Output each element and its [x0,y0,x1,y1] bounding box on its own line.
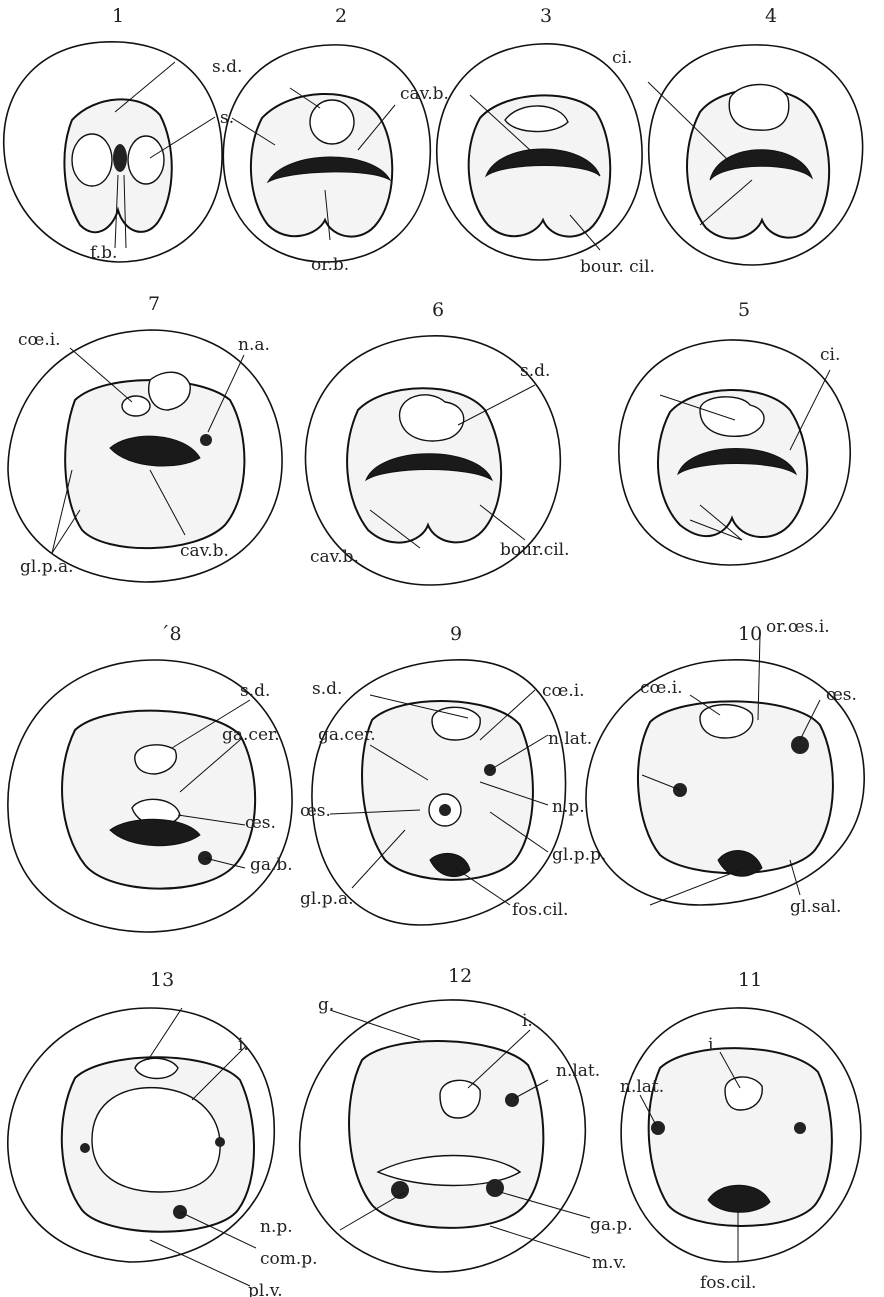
label-i-11: i. [708,1035,719,1055]
figure-11: 11 [621,969,861,1262]
label-sd: s.d. [212,57,242,77]
figure-2: 2 [223,5,430,262]
label-gab: ga.b. [250,855,293,875]
label-coei: cœ.i. [18,330,61,350]
label-nlat: n.lat. [548,729,592,749]
figure-9: 9 [312,623,566,925]
figure-number: 10 [738,623,762,645]
label-plv: pl.v. [248,1281,283,1297]
label-nlat-11: n.lat. [620,1077,664,1097]
figure-13: 13 [8,969,274,1286]
figure-number: 9 [450,623,462,645]
label-orb: or.b. [311,255,349,275]
figure-number: 11 [738,969,762,991]
label-foscil-11: fos.cil. [700,1273,756,1293]
figure-number: 12 [448,965,472,987]
label-cavb-7: cav.b. [180,541,229,561]
label-i-13: i. [238,1035,249,1055]
label-np-13: n.p. [260,1217,293,1237]
figure-number: 3 [540,5,552,27]
label-glpa-9: gl.p.a. [300,889,354,909]
label-gacer: ga.cer. [222,725,280,745]
label-sd-8: s.d. [240,681,270,701]
label-coei-9: cœ.i. [542,681,585,701]
figure-10: 10 [586,623,864,905]
label-ci-5: ci. [820,345,840,365]
label-oes-10: œs. [826,685,857,705]
figure-8: ´8 [8,623,292,932]
label-ci: ci. [612,48,632,68]
label-glpa: gl.p.a. [20,557,74,577]
figure-3: 3 [437,5,642,260]
label-comp: com.p. [260,1249,318,1269]
label-nlat-12: n.lat. [556,1061,600,1081]
label-g: g. [318,995,334,1015]
label-i-12: i. [522,1011,533,1031]
figure-number: 13 [150,969,174,991]
figure-number: 4 [765,5,777,27]
figure-number: 7 [148,293,160,315]
label-oes: œs. [245,813,276,833]
label-mv: m.v. [592,1253,627,1273]
figure-5: 5 [619,299,850,565]
label-sd-9: s.d. [312,679,342,699]
label-glpp: gl.p.p. [552,845,606,865]
label-foscil: fos.cil. [512,900,568,920]
label-gacer-9: ga.cer. [318,725,376,745]
figure-12: 12 [300,965,590,1272]
label-fb: f.b. [90,243,117,263]
figure-4: 4 [648,5,863,265]
label-bourcil: bour. cil. [580,257,655,277]
figure-number: 1 [112,5,124,27]
label-cavb: cav.b. [400,84,449,104]
label-np: n.p. [552,797,585,817]
figure-number: 6 [432,299,444,321]
label-coei-10: cœ.i. [640,678,683,698]
label-gap: ga.p. [590,1215,633,1235]
label-oroesi: or.œs.i. [766,617,830,637]
figure-1: 1 [4,5,222,262]
label-oes-9: œs. [300,801,331,821]
label-sd-6: s.d. [520,361,550,381]
figure-number: 5 [738,299,750,321]
figure-number: ´8 [160,623,182,645]
label-cavb-6: cav.b. [310,547,359,567]
label-bourcil-6: bour.cil. [500,540,570,560]
label-glsal: gl.sal. [790,897,841,917]
figure-number: 2 [335,5,347,27]
label-na: n.a. [238,335,270,355]
